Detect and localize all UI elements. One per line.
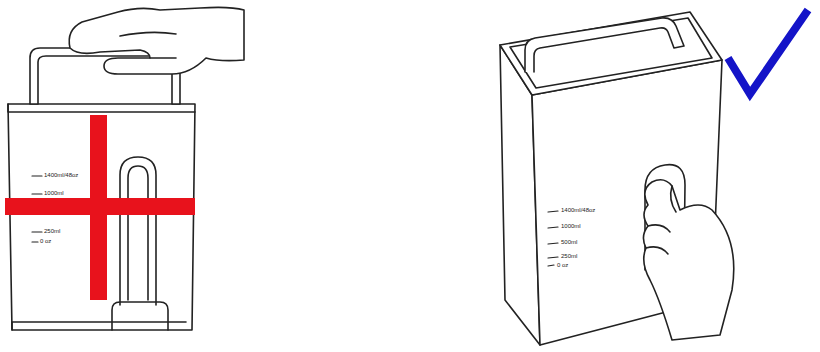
- hand: [643, 180, 733, 340]
- scale-label: 250ml: [561, 253, 577, 260]
- grip-recess: [120, 157, 156, 305]
- cross-mark: [5, 198, 195, 215]
- scale-label: 1000ml: [561, 223, 581, 230]
- check-mark: [728, 10, 808, 94]
- tank-rim: [500, 12, 722, 95]
- tank-body: [8, 104, 195, 330]
- scale-label: 500ml: [561, 239, 577, 246]
- scale-label: 1400ml/48oz: [561, 207, 595, 214]
- scale-label: 1400ml/48oz: [44, 172, 78, 179]
- scale-label: 0 oz: [40, 238, 51, 245]
- scale-label: 0 oz: [557, 262, 568, 269]
- scale-label: 1000ml: [44, 190, 64, 197]
- scale-label: 250ml: [44, 228, 60, 235]
- hand: [69, 7, 244, 74]
- tank-handle: [525, 18, 684, 72]
